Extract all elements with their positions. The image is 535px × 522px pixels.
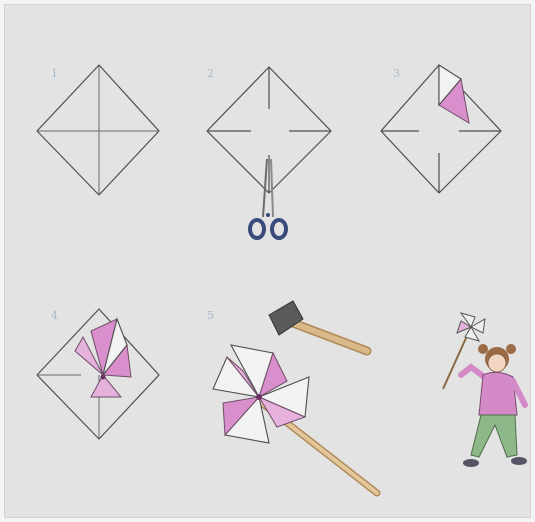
pinwheel-fold-icon: [31, 301, 181, 461]
step-5: 5: [201, 293, 351, 463]
step-3: 3: [377, 59, 527, 229]
girl-with-pinwheel-icon: [431, 305, 531, 485]
step-4: 4: [31, 301, 181, 471]
hammer-icon: [269, 301, 367, 351]
girl-illustration: [431, 305, 531, 485]
pinwheel-nail-icon: [201, 293, 401, 503]
step-2: 2: [201, 59, 351, 229]
paper-square-icon: [31, 59, 181, 229]
instruction-panel: 1 2 3: [4, 4, 531, 518]
step-1: 1: [31, 59, 181, 229]
fold-corner-icon: [377, 59, 527, 229]
scissors-cut-icon: [201, 59, 351, 259]
